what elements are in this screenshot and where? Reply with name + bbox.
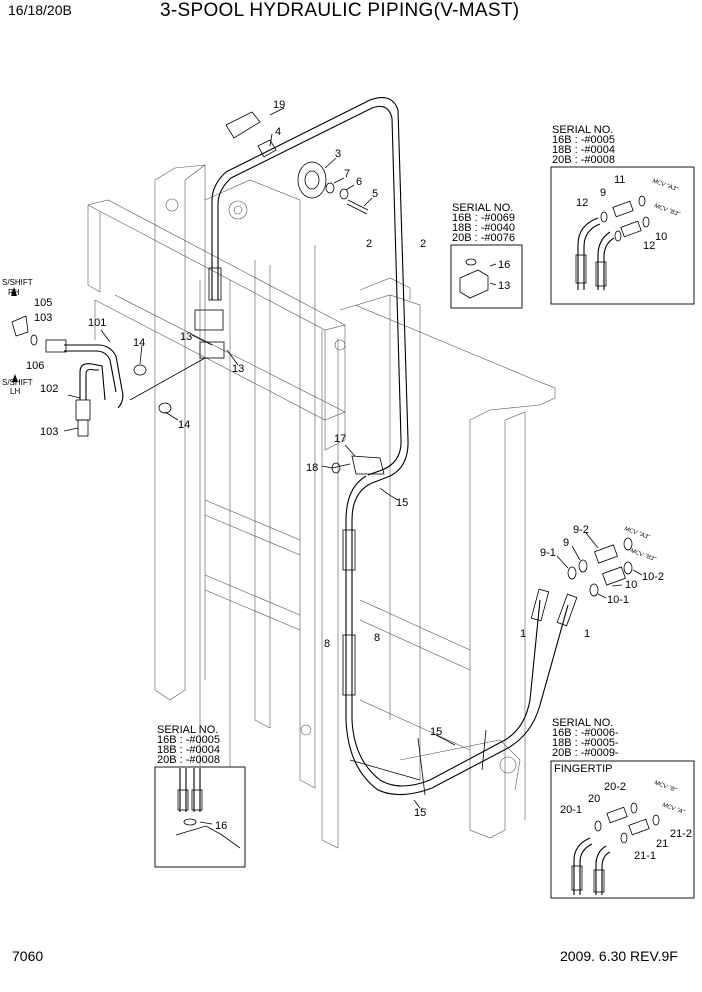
label-15b: 15 [430,726,442,738]
label-15a: 15 [396,497,408,509]
inset-tr-label-12a: 12 [576,197,588,209]
page-number: 7060 [12,948,44,964]
inset-tr-label-10: 10 [655,231,667,243]
label-14b: 14 [178,419,190,431]
inset-mid-serial-3: 20B : -#0076 [452,232,515,244]
revision-date: 2009. 6.30 REV.9F [560,948,678,964]
label-102: 102 [40,383,58,395]
inset-br-label-21: 21 [656,838,668,850]
inset-top-right: SERIAL NO. 16B : -#0005 18B : -#0004 20B… [550,124,695,305]
hose-2-loop [211,97,409,484]
hose-lower-run [345,475,569,796]
inset-br-label-21-2: 21-2 [670,828,692,840]
inset-br-serial-1: 16B : -#0006- [552,727,619,739]
label-8b: 8 [374,632,380,644]
label-9-2: 9-2 [573,524,589,536]
label-1b: 1 [584,628,590,640]
label-7: 7 [344,168,350,180]
inset-bl-serial-1: 16B : -#0005 [157,734,220,746]
inset-tr-serial-1: 16B : -#0005 [552,134,615,146]
label-6: 6 [356,176,362,188]
model-code: 16/18/20B [8,2,72,18]
label-105: 105 [34,297,52,309]
label-17: 17 [334,433,346,445]
inset-bl-serial-3: 20B : -#0008 [157,754,220,766]
label-10-1: 10-1 [607,594,629,606]
label-5: 5 [372,188,378,200]
inset-br-label-20-1: 20-1 [560,804,582,816]
inset-bl-serial-0: SERIAL NO. [157,724,218,736]
label-2a: 2 [366,238,372,250]
inset-br-serial-2: 18B : -#0005- [552,737,619,749]
label-103a: 103 [34,312,52,324]
page-title: 3-SPOOL HYDRAULIC PIPING(V-MAST) [160,0,520,21]
inset-tr-serial-2: 18B : -#0004 [552,144,615,156]
top-components [225,107,373,215]
label-2b: 2 [420,238,426,250]
inset-bottom-right: SERIAL NO. 16B : -#0006- 18B : -#0005- 2… [550,717,695,899]
shift-lh-label-1: S/SHIFT [2,378,33,387]
inset-tr-serial-3: 20B : -#0008 [552,154,615,166]
inset-tr-label-9: 9 [600,187,606,199]
label-4: 4 [275,126,281,138]
shift-lh-label-2: LH [10,387,20,396]
part-labels: 19 4 3 7 6 5 2 2 13 13 14 14 101 102 103… [26,99,664,819]
label-8a: 8 [324,638,330,650]
inset-br-title: FINGERTIP [554,763,612,775]
label-101: 101 [88,317,106,329]
clamp-assembly [321,444,487,809]
label-14a: 14 [133,337,145,349]
inset-mid: SERIAL NO. 16B : -#0069 18B : -#0040 20B… [450,202,523,309]
inset-tr-label-12b: 12 [643,240,655,252]
inset-mid-label-13: 13 [498,280,510,292]
label-13b: 13 [232,363,244,375]
mcv-label-a3: MCV "A3" [623,526,651,541]
inset-bottom-left: SERIAL NO. 16B : -#0005 18B : -#0004 20B… [154,724,246,868]
inset-tr-serial-0: SERIAL NO. [552,124,613,136]
inset-br-label-21-1: 21-1 [634,850,656,862]
label-9-1: 9-1 [540,547,556,559]
left-manifold [11,287,239,437]
label-1a: 1 [520,628,526,640]
inset-br-frame [550,760,695,899]
inset-br-label-20: 20 [588,793,600,805]
inset-tr-label-11: 11 [614,174,625,186]
inset-tr-frame [550,166,695,305]
label-19: 19 [273,99,285,111]
label-18: 18 [306,462,318,474]
inset-br-serial-0: SERIAL NO. [552,717,613,729]
inset-br-label-20-2: 20-2 [604,781,626,793]
label-3: 3 [335,148,341,160]
inset-mid-label-16: 16 [498,259,510,271]
inset-mid-frame [450,244,523,309]
shift-rh-label-2: RH [8,288,20,297]
hose-fittings [208,267,578,696]
inset-bl-serial-2: 18B : -#0004 [157,744,220,756]
label-10: 10 [625,579,637,591]
shift-rh-label-1: S/SHIFT [2,278,33,287]
inset-mid-serial-0: SERIAL NO. [452,202,513,214]
label-13a: 13 [180,331,192,343]
inset-bl-label-16: 16 [215,820,227,832]
inset-mid-serial-1: 16B : -#0069 [452,212,515,224]
inset-mid-serial-2: 18B : -#0040 [452,222,515,234]
label-10-2: 10-2 [642,571,664,583]
inset-br-serial-3: 20B : -#0009- [552,747,619,759]
mcv-label-b3: MCV "B3" [629,548,657,563]
label-15c: 15 [414,807,426,819]
label-106: 106 [26,360,44,372]
mcv-fittings-main [556,532,643,599]
label-103b: 103 [40,426,58,438]
label-9: 9 [563,537,569,549]
